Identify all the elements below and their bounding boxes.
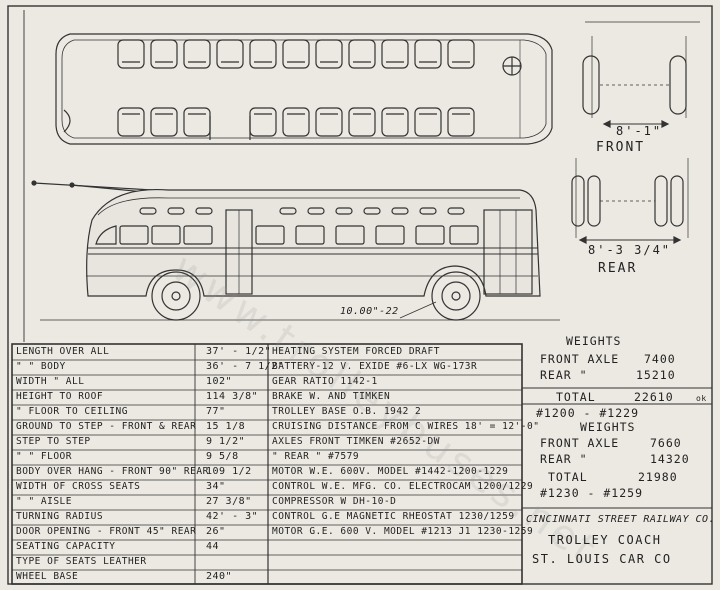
spec-value: 27 3/8" [206,496,252,507]
front-axle-label: FRONT AXLE [540,352,620,366]
spec-value: 44 [206,541,220,552]
spec-equipment: HEATING SYSTEM FORCED DRAFT [272,346,440,357]
spec-equipment: BATTERY-12 V. EXIDE #6-LX WG-173R [272,361,478,372]
spec-value: 77" [206,406,226,417]
spec-value: 36' - 7 1/2" [206,361,285,372]
spec-label: WHEEL BASE [16,571,79,582]
spec-label: TURNING RADIUS [16,511,104,522]
spec-equipment: CONTROL G.E MAGNETIC RHEOSTAT 1230/1259 [272,511,515,522]
spec-table [11,343,712,585]
spec-equipment: AXLES FRONT TIMKEN #2652-DW [272,436,440,447]
spec-equipment: CRUISING DISTANCE FROM C WIRES 18' = 12'… [272,421,540,432]
spec-label: HEIGHT TO ROOF [16,391,104,402]
total-label: TOTAL [556,390,596,404]
spec-value: 240" [206,571,233,582]
rear-axle-label: REAR " [540,452,588,466]
spec-value: 34" [206,481,226,492]
rear-axle-weight: 14320 [650,452,690,466]
spec-value: 114 3/8" [206,391,259,402]
rear-width-label: 8'-3 3/4" [588,243,672,257]
side-view [31,180,560,321]
spec-value: 9 1/2" [206,436,246,447]
spec-label: " " FLOOR [16,451,72,462]
spec-label: LENGTH OVER ALL [16,346,110,357]
weights-title: WEIGHTS [566,334,622,348]
front-axle-weight: 7400 [644,352,676,366]
spec-label: " " BODY [16,361,66,372]
tire-size-label: 10.00"-22 [340,306,399,317]
spec-value: 9 5/8 [206,451,239,462]
front-label: FRONT [596,140,646,155]
spec-value: 26" [206,526,226,537]
operator-name: CINCINNATI STREET RAILWAY CO. [526,514,716,525]
spec-equipment: GEAR RATIO 1142-1 [272,376,378,387]
rear-axle-weight: 15210 [636,368,676,382]
total-weight: 21980 [638,470,678,484]
spec-value: 37' - 1/2" [206,346,272,357]
front-axle-weight: 7660 [650,436,682,450]
car-number-range: #1200 - #1229 [536,406,640,420]
total-weight: 22610 [634,390,674,404]
spec-equipment: BRAKE W. AND TIMKEN [272,391,391,402]
front-axle-label: FRONT AXLE [540,436,620,450]
spec-equipment: COMPRESSOR W DH-10-D [272,496,397,507]
axle-diagram-rear [571,158,689,244]
axle-diagram-front [582,21,700,128]
spec-label: " FLOOR TO CEILING [16,406,128,417]
rear-label: REAR [598,261,638,276]
spec-label: GROUND TO STEP - FRONT & REAR [16,421,197,432]
spec-value: 15 1/8 [206,421,246,432]
spec-value: 42' - 3" [206,511,259,522]
spec-label: TYPE OF SEATS LEATHER [16,556,147,567]
spec-label: DOOR OPENING - FRONT 45" REAR [16,526,197,537]
rear-axle-label: REAR " [540,368,588,382]
builder-name: ST. LOUIS CAR CO [532,552,672,566]
spec-value: 109 1/2 [206,466,252,477]
front-width-label: 8'-1" [616,124,663,138]
weights-title: WEIGHTS [580,420,636,434]
total-label: TOTAL [548,470,588,484]
spec-label: SEATING CAPACITY [16,541,116,552]
vehicle-type: TROLLEY COACH [548,533,662,547]
car-number-range: #1230 - #1259 [540,486,644,500]
spec-equipment: MOTOR G.E. 600 V. MODEL #1213 J1 1230-12… [272,526,534,537]
spec-label: WIDTH " ALL [16,376,85,387]
spec-equipment: CONTROL W.E. MFG. CO. ELECTROCAM 1200/12… [272,481,534,492]
spec-value: 102" [206,376,233,387]
check-mark: ok [696,394,707,403]
plan-view [55,33,553,145]
spec-label: WIDTH OF CROSS SEATS [16,481,141,492]
spec-label: STEP TO STEP [16,436,91,447]
spec-label: BODY OVER HANG - FRONT 90" REAR [16,466,209,477]
spec-label: " " AISLE [16,496,72,507]
spec-equipment: " REAR " #7579 [272,451,360,462]
spec-equipment: TROLLEY BASE O.B. 1942 2 [272,406,422,417]
spec-equipment: MOTOR W.E. 600V. MODEL #1442-1200-1229 [272,466,509,477]
